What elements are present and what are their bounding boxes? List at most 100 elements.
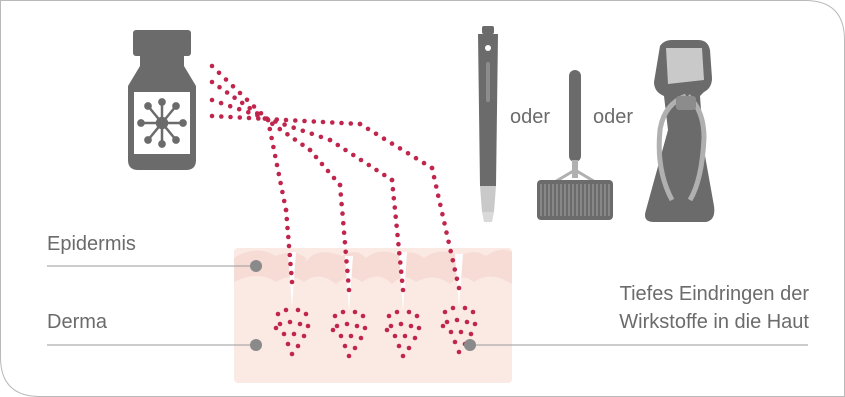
ingredient-dot [224,77,229,82]
ingredient-dot [328,138,333,143]
skin-cross-section [234,248,512,383]
ingredient-dot [343,344,348,349]
ingredient-dot [217,71,222,76]
serum-vial-icon [128,30,196,170]
ingredient-dot [269,136,274,141]
or-label-1: oder [510,107,550,127]
ingredient-dot [282,122,287,127]
ingredient-dot [351,153,356,158]
ingredient-dot [210,64,215,69]
ingredient-dot [293,118,298,123]
ingredient-dot [228,104,233,109]
ingredient-dot [219,101,224,106]
ingredient-dot [217,85,222,90]
ingredient-dot [210,98,215,103]
microneedling-device-icon [645,40,714,222]
ingredient-dot [349,334,354,339]
ingredient-dot [347,354,352,359]
ingredient-dot [457,286,462,291]
ingredient-dot [440,212,445,217]
ingredient-dot [287,244,292,249]
ingredient-dot [246,110,251,115]
ingredient-dot [321,120,326,125]
ingredient-dot [414,156,419,161]
ingredient-dot [288,253,293,258]
ingredient-dot [457,350,462,355]
ingredient-dot [398,146,403,151]
ingredient-dot [366,127,371,132]
ingredient-dot [463,306,468,311]
ingredient-dot [225,90,230,95]
derma-label: Derma [47,312,107,332]
ingredient-dot [393,334,398,339]
ingredient-dot [301,129,306,134]
ingredient-dot [442,221,447,226]
ingredient-dot [240,101,245,106]
ingredient-dot [444,230,449,235]
ingredient-dot [449,330,454,335]
ingredient-dot [341,310,346,315]
ingredient-dot [275,117,280,122]
penetration-caption-line-2: Wirkstoffe in die Haut [619,308,809,336]
ingredient-dot [290,280,295,285]
ingredient-dot [387,314,392,319]
ingredient-dot [389,324,394,329]
ingredient-dot [473,322,478,327]
ingredient-dot [465,320,470,325]
ingredient-dot [331,328,336,333]
ingredient-dot [374,132,379,137]
ingredient-dot [278,322,283,327]
epidermis-label: Epidermis [47,234,136,254]
microneedling-pen-icon [478,26,498,222]
ingredient-dot [382,136,387,141]
ingredient-dot [340,211,345,216]
ingredient-dot [286,235,291,240]
ingredient-dot [300,143,305,148]
ingredient-dot [210,80,215,85]
ingredient-dot [451,258,456,263]
ingredient-dot [319,135,324,140]
ingredient-dot [438,203,443,208]
ingredient-dot [394,224,399,229]
or-label-2: oder [593,107,633,127]
ingredient-dot [210,114,215,119]
ingredient-dot [391,187,396,192]
ingredient-dot [434,184,439,189]
ingredient-dot [393,205,398,210]
ingredient-dot [280,190,285,195]
ingredient-dot [399,322,404,327]
ingredient-dot [451,306,456,311]
ingredient-dot [403,334,408,339]
ingredient-dot [237,107,242,112]
ingredient-dot [247,106,252,111]
ingredient-dot [293,137,298,142]
ingredient-dot [284,208,289,213]
ingredient-dot [288,320,293,325]
ingredient-dot [320,162,325,167]
ingredient-dot [471,310,476,315]
ingredient-dot [397,251,402,256]
ingredient-dot [443,310,448,315]
ingredient-dot [415,314,420,319]
ingredient-dot [390,141,395,146]
ingredient-dot [308,148,313,153]
ingredient-dot [359,336,364,341]
ingredient-dot [432,175,437,180]
ingredient-dot [276,312,281,317]
ingredient-dot [290,352,295,357]
ingredient-dot [284,308,289,313]
ingredient-dot [430,166,435,171]
ingredient-dot [231,84,236,89]
ingredient-dot [314,155,319,160]
ingredient-dot [367,163,372,168]
ingredient-dot [228,115,233,120]
ingredient-dot [268,127,273,132]
ingredient-dot [343,148,348,153]
ingredient-dot [455,318,460,323]
ingredient-dot [265,117,270,122]
ingredient-dot [274,326,279,331]
ingredient-dot [339,334,344,339]
ingredient-dot [336,143,341,148]
ingredient-dot [353,310,358,315]
